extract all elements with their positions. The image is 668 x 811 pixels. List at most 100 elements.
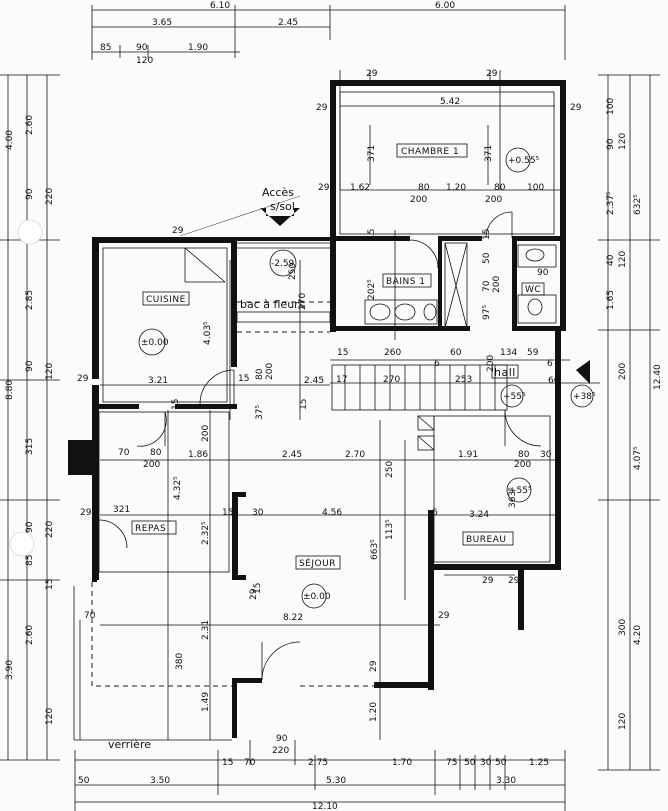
wall-sejour-col-top (232, 492, 246, 497)
dim: 260 (384, 348, 401, 358)
room-bureau: BUREAU (466, 535, 506, 545)
walls (68, 80, 566, 738)
dim: 3.50 (150, 776, 170, 786)
dim: 12.40 (653, 364, 663, 390)
dim: 315 (25, 438, 35, 455)
dim: 113⁵ (385, 519, 395, 540)
dim: 200 (485, 195, 502, 205)
wall-bains-left (330, 236, 336, 332)
dim: 200 (265, 363, 275, 380)
dim: 6 (547, 359, 553, 369)
dim: 120 (136, 56, 153, 66)
dim: 29 (369, 660, 379, 672)
dim: 37⁵ (255, 405, 265, 420)
room-repas: REPAS (135, 524, 166, 534)
dim: 15 (299, 399, 309, 410)
dim: 29 (570, 103, 582, 113)
wall-sejour-col-bottom (232, 575, 246, 580)
dim: 2.75 (308, 758, 328, 768)
dim: 120 (618, 133, 628, 150)
wall-chambre-bottom-b (442, 236, 482, 241)
dim: 15 (482, 229, 492, 240)
wall-repas-left (92, 385, 99, 580)
dim: 80 (418, 183, 430, 193)
room-cuisine: CUISINE (146, 295, 186, 305)
dim: 2.31 (201, 620, 211, 640)
wall-bureau-terrace-b (428, 564, 434, 630)
dim: 80 (150, 448, 162, 458)
dim: 4.07⁵ (633, 446, 643, 470)
dim: 6.00 (435, 1, 455, 11)
dim: 80 (494, 183, 506, 193)
dim: 29 (80, 508, 92, 518)
dim: 250 (288, 263, 298, 280)
dim: 371 (367, 145, 377, 162)
dim: 29 (249, 588, 259, 600)
dim: 200 (201, 425, 211, 442)
dim: 300 (618, 619, 628, 636)
room-labels: CHAMBRE 1 CUISINE BAINS 1 WC hall REPAS … (131, 143, 545, 570)
dim: 2.45 (278, 18, 298, 28)
dim: 90 (25, 521, 35, 533)
arrow-down-icon (260, 208, 300, 226)
dim: 85 (25, 555, 35, 566)
dimension-lines (0, 5, 660, 811)
dim: 2.32⁵ (201, 521, 211, 545)
dim: 321 (113, 505, 130, 515)
dim: 1.65 (606, 290, 616, 310)
dim: 200 (486, 355, 496, 372)
dim: 15 (367, 229, 377, 240)
label-verriere: verrière (108, 738, 151, 751)
dim: 4.20 (633, 625, 643, 645)
punch-holes (9, 219, 43, 557)
wall-cuisine-right (231, 237, 237, 367)
room-chambre: CHAMBRE 1 (401, 147, 459, 157)
dim: 1.25 (529, 758, 549, 768)
wall-bureau-terrace (518, 570, 524, 630)
dim: 17 (336, 375, 347, 385)
dim: 75 (446, 758, 457, 768)
dim: 200 (618, 363, 628, 380)
wall-sejour-bottom-left (232, 678, 262, 683)
dim: 70 (482, 280, 492, 292)
dim: 200 (514, 460, 531, 470)
room-bains: BAINS 1 (386, 277, 426, 287)
wall-chambre-left (330, 80, 336, 240)
dim: 220 (45, 521, 55, 538)
dim: 380 (175, 653, 185, 670)
level-circles (138, 147, 594, 609)
dim: 29 (366, 69, 378, 79)
dim: 6.10 (210, 1, 230, 11)
level-chambre: +0.55⁵ (508, 156, 540, 166)
level-bureau: +55⁵ (509, 486, 532, 496)
dim: 2.60 (25, 625, 35, 645)
dim: 6 (432, 508, 438, 518)
dim: 270 (298, 293, 308, 310)
dim: 253 (455, 375, 472, 385)
dim: 632⁵ (633, 194, 643, 215)
dim: 90 (606, 138, 616, 150)
dim: 60 (450, 348, 462, 358)
dim: 97⁵ (482, 305, 492, 320)
dim: 4.00 (5, 130, 15, 150)
dim: 2.37⁵ (606, 191, 616, 215)
dim: 3.65 (152, 18, 172, 28)
wall-chambre-right (560, 80, 566, 330)
annotations: Accès s/sol bac à fleurs verrière (108, 186, 305, 751)
dim: 1.20 (369, 702, 379, 722)
dim: 40 (606, 254, 616, 266)
wall-bureau-right (555, 410, 561, 570)
dim: 90 (25, 188, 35, 200)
dim: 1.86 (188, 450, 208, 460)
dim: 15 (45, 579, 55, 590)
dim: 30 (252, 508, 264, 518)
dimension-texts: 6.10 6.00 3.65 2.45 85 90 1.90 120 29 29… (77, 1, 582, 811)
dim: 60 (548, 376, 560, 386)
dim: 4.32⁵ (173, 476, 183, 500)
wall-wc-bottom (512, 326, 566, 331)
level-stair: -2.59 (271, 259, 295, 269)
dim: 200 (143, 460, 160, 470)
dim: 1.49 (201, 692, 211, 712)
dim: 70 (244, 758, 256, 768)
